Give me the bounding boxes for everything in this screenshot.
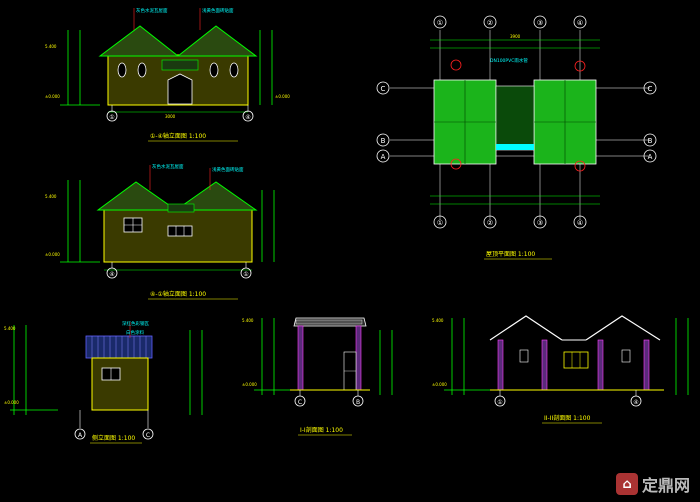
section-1: 5.400 ±0.000 C B I-I剖面图 1:100: [242, 317, 393, 436]
note-wall: 浅黄色面砖贴面: [202, 7, 234, 14]
roof-plan: ① ② ③ ④ 3900 DN100PVC雨水管 C B A C: [376, 15, 657, 260]
drawing-title: 屋顶平面图 1:100: [486, 251, 535, 258]
note-side-roof: 深红色彩钢瓦: [122, 320, 149, 327]
pipe-note: DN100PVC雨水管: [490, 57, 528, 64]
grid-bubble: B: [381, 137, 386, 145]
level-label: ±0.000: [242, 382, 257, 387]
section-2: 5.400 ±0.000 ① ④ II-II剖面图 1:100: [432, 315, 689, 424]
note-paint: 白色涂料: [126, 329, 144, 336]
grid-bubble: ④: [245, 114, 250, 121]
drawing-title: I-I剖面图 1:100: [300, 426, 343, 434]
grid-bubble: ④: [577, 219, 583, 227]
note-roof: 灰色水泥瓦屋面: [136, 7, 168, 14]
note-wall: 浅黄色面砖贴面: [212, 166, 244, 173]
grid-bubble: ④: [577, 19, 583, 27]
grid-bubble: ③: [537, 19, 543, 27]
grid-bubble: ①: [437, 19, 443, 27]
level-label: ±0.000: [45, 252, 60, 257]
note-roof: 灰色水泥瓦屋面: [152, 163, 184, 170]
level-label: ±0.000: [45, 94, 60, 99]
grid-bubble: C: [648, 85, 653, 93]
grid-bubble: ④: [109, 271, 114, 278]
drawing-title: II-II剖面图 1:100: [544, 414, 591, 422]
side-elevation: 5.400 ±0.000 深红色彩钢瓦 白色涂料 A C 侧立面图 1:100: [4, 320, 203, 444]
dim-label: 3000: [165, 114, 176, 119]
grid-bubble: ①: [497, 399, 502, 406]
grid-bubble: ①: [437, 219, 443, 227]
front-elevation: 5.400 ±0.000 ±0.000 灰色水泥瓦屋面 浅黄色面砖贴面 3000…: [45, 7, 290, 142]
grid-bubble: C: [298, 399, 302, 406]
level-label: 5.400: [242, 318, 254, 323]
level-label: ±0.000: [432, 382, 447, 387]
watermark-text: 定鼎网: [641, 476, 690, 495]
grid-bubble: ②: [487, 19, 493, 27]
grid-bubble: ③: [537, 219, 543, 227]
dim-label: 3900: [510, 34, 521, 39]
grid-bubble: A: [648, 153, 653, 161]
grid-bubble: C: [381, 85, 386, 93]
level-label: 5.400: [4, 326, 16, 331]
drawing-title: ④-①轴立面图 1:100: [150, 290, 206, 298]
grid-bubble: ④: [633, 399, 638, 406]
grid-bubble: A: [78, 432, 83, 439]
grid-bubble: ①: [109, 114, 114, 121]
drawing-title: 侧立面图 1:100: [92, 434, 135, 442]
grid-bubble: A: [381, 153, 386, 161]
level-label: 5.400: [45, 194, 57, 199]
grid-bubble: ②: [487, 219, 493, 227]
drawing-title: ①-④轴立面图 1:100: [150, 132, 206, 140]
rear-elevation: 5.400 ±0.000 灰色水泥瓦屋面 浅黄色面砖贴面 ④ ① ④-①轴立面图…: [45, 163, 275, 300]
level-label: ±0.000: [275, 94, 290, 99]
level-label: 5.400: [432, 318, 444, 323]
grid-bubble: ①: [243, 271, 248, 278]
grid-bubble: B: [648, 137, 653, 145]
grid-bubble: C: [146, 432, 150, 439]
grid-bubble: B: [356, 399, 360, 406]
watermark-logo-icon: ⌂: [615, 473, 638, 495]
watermark: ⌂ 定鼎网: [615, 472, 690, 496]
level-label: 5.400: [45, 44, 57, 49]
level-label: ±0.000: [4, 400, 19, 405]
